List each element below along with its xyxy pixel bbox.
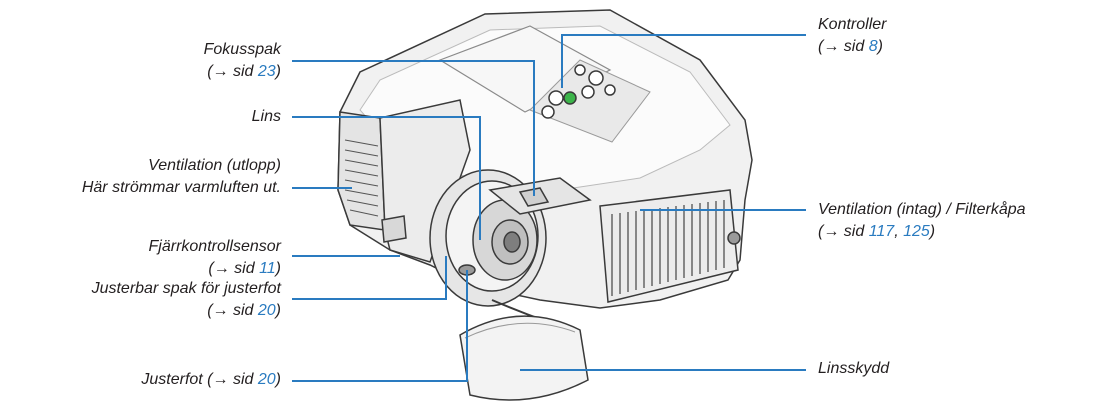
label-linsskydd-name: Linsskydd (818, 360, 890, 377)
label-linsskydd: Linsskydd (818, 358, 889, 380)
label-fjarrkontrollsensor: Fjärrkontrollsensor (→ sid 11) (149, 236, 281, 280)
label-kontroller: Kontroller (→ sid 8) (818, 14, 886, 58)
page-link[interactable]: 117 (868, 223, 895, 240)
page-link[interactable]: 23 (257, 63, 276, 80)
page-link[interactable]: 11 (259, 260, 276, 277)
page-link[interactable]: 125 (903, 223, 930, 240)
leader-justerfot (292, 270, 468, 382)
label-fokusspak-ref: (→ sid 23) (207, 63, 281, 80)
label-fokusspak: Fokusspak (→ sid 23) (204, 39, 281, 83)
label-justerbar-spak-name: Justerbar spak för justerfot (91, 280, 281, 297)
leader-justerbar-spak (292, 256, 447, 300)
label-lins: Lins (252, 106, 281, 128)
label-justerfot-name: Justerfot (141, 371, 203, 388)
label-ventilation-utlopp: Ventilation (utlopp) Här strömmar varmlu… (82, 155, 281, 199)
label-justerfot: Justerfot (→ sid 20) (141, 371, 281, 388)
label-fokusspak-name: Fokusspak (203, 41, 281, 58)
label-ventilation-intag: Ventilation (intag) / Filterkåpa (→ sid … (818, 199, 1026, 243)
label-lins-name: Lins (251, 108, 281, 125)
page-link[interactable]: 20 (257, 371, 276, 388)
label-justerbar-spak: Justerbar spak för justerfot (→ sid 20) (92, 278, 281, 322)
page-link[interactable]: 8 (868, 38, 878, 55)
label-justerbar-spak-ref: (→ sid 20) (207, 302, 281, 319)
label-fjarrkontrollsensor-ref: (→ sid 11) (208, 260, 281, 277)
label-fjarrkontrollsensor-name: Fjärrkontrollsensor (148, 238, 281, 255)
label-ventilation-utlopp-desc: Här strömmar varmluften ut. (81, 179, 281, 196)
label-ventilation-utlopp-name: Ventilation (utlopp) (148, 157, 281, 174)
leader-kontroller (561, 34, 806, 88)
leader-lines (292, 34, 806, 382)
projector-illustration (337, 9, 753, 401)
label-ventilation-intag-ref: (→ sid 117, 125) (818, 223, 936, 240)
label-ventilation-intag-name: Ventilation (intag) / Filterkåpa (818, 201, 1026, 218)
label-kontroller-ref: (→ sid 8) (818, 38, 883, 55)
page-link[interactable]: 20 (257, 302, 276, 319)
leader-lins (292, 116, 481, 240)
label-kontroller-name: Kontroller (818, 16, 887, 33)
leader-fokusspak (292, 60, 535, 196)
